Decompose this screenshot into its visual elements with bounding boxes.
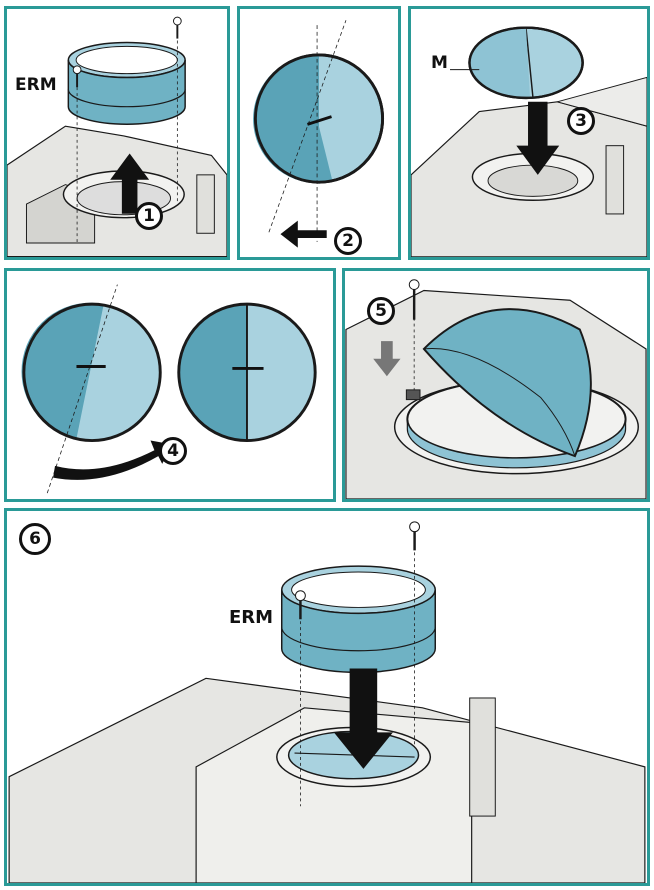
step-badge-5: 5 bbox=[367, 297, 395, 325]
panel-step-5: 5 bbox=[342, 268, 650, 502]
panel-step-6: ERM 6 bbox=[4, 508, 650, 886]
ring-removal-illustration bbox=[7, 16, 227, 257]
step-badge-2: 2 bbox=[334, 227, 362, 255]
damper-rotation-illustration bbox=[21, 284, 317, 494]
damper-disc-illustration bbox=[253, 20, 385, 248]
m-label: M bbox=[431, 53, 448, 73]
ring-refit-illustration bbox=[8, 521, 646, 883]
panel-step-2: 2 bbox=[237, 6, 401, 260]
erm-label-6: ERM bbox=[229, 607, 274, 628]
panel-step-1: ERM 1 bbox=[4, 6, 230, 260]
step-badge-6: 6 bbox=[19, 523, 51, 555]
erm-label-1: ERM bbox=[15, 75, 57, 95]
step-badge-3: 3 bbox=[567, 107, 595, 135]
panel-step-3: M 3 bbox=[408, 6, 650, 260]
panel-step-4: 4 bbox=[4, 268, 336, 502]
damper-insertion-illustration bbox=[411, 26, 647, 257]
damper-fixing-illustration bbox=[345, 279, 647, 499]
step-badge-1: 1 bbox=[135, 202, 163, 230]
step-badge-4: 4 bbox=[159, 437, 187, 465]
